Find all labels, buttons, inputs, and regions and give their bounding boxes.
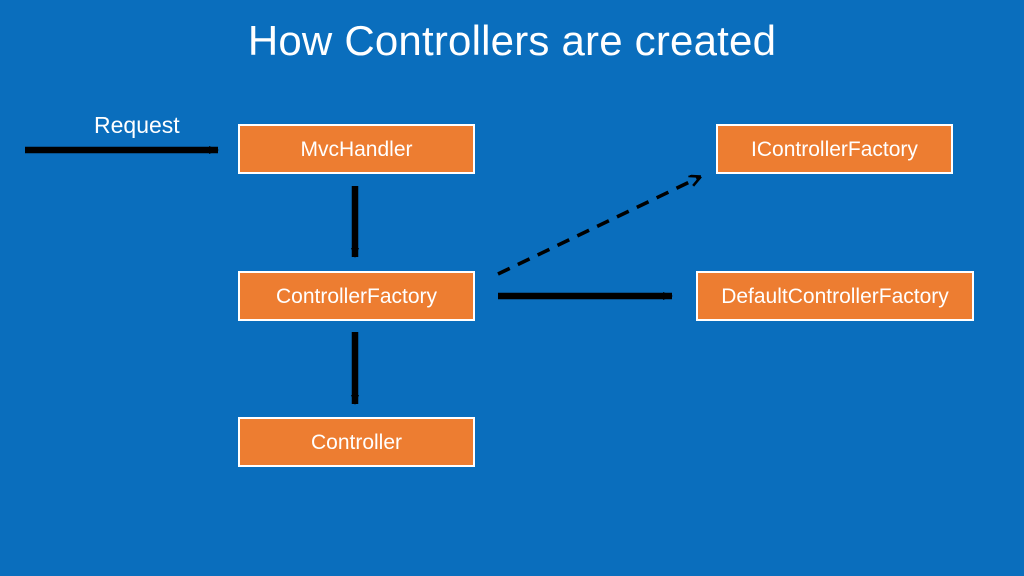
page-title: How Controllers are created [247, 17, 777, 64]
node-mvchandler-label: MvcHandler [300, 137, 413, 161]
controllerfactory-to-icontrollerfactory-dashed-arrow [497, 177, 700, 276]
edge-label-request: Request [94, 112, 180, 138]
node-icontrollerfactory[interactable]: IControllerFactory [716, 124, 953, 174]
node-controller-label: Controller [310, 430, 403, 454]
node-defaultcontrollerfactory-label: DefaultControllerFactory [721, 284, 949, 308]
node-controllerfactory[interactable]: ControllerFactory [238, 271, 475, 321]
node-icontrollerfactory-label: IControllerFactory [751, 137, 918, 161]
node-defaultcontrollerfactory[interactable]: DefaultControllerFactory [696, 271, 974, 321]
node-controllerfactory-label: ControllerFactory [275, 284, 438, 308]
node-mvchandler[interactable]: MvcHandler [238, 124, 475, 174]
node-controller[interactable]: Controller [238, 417, 475, 467]
